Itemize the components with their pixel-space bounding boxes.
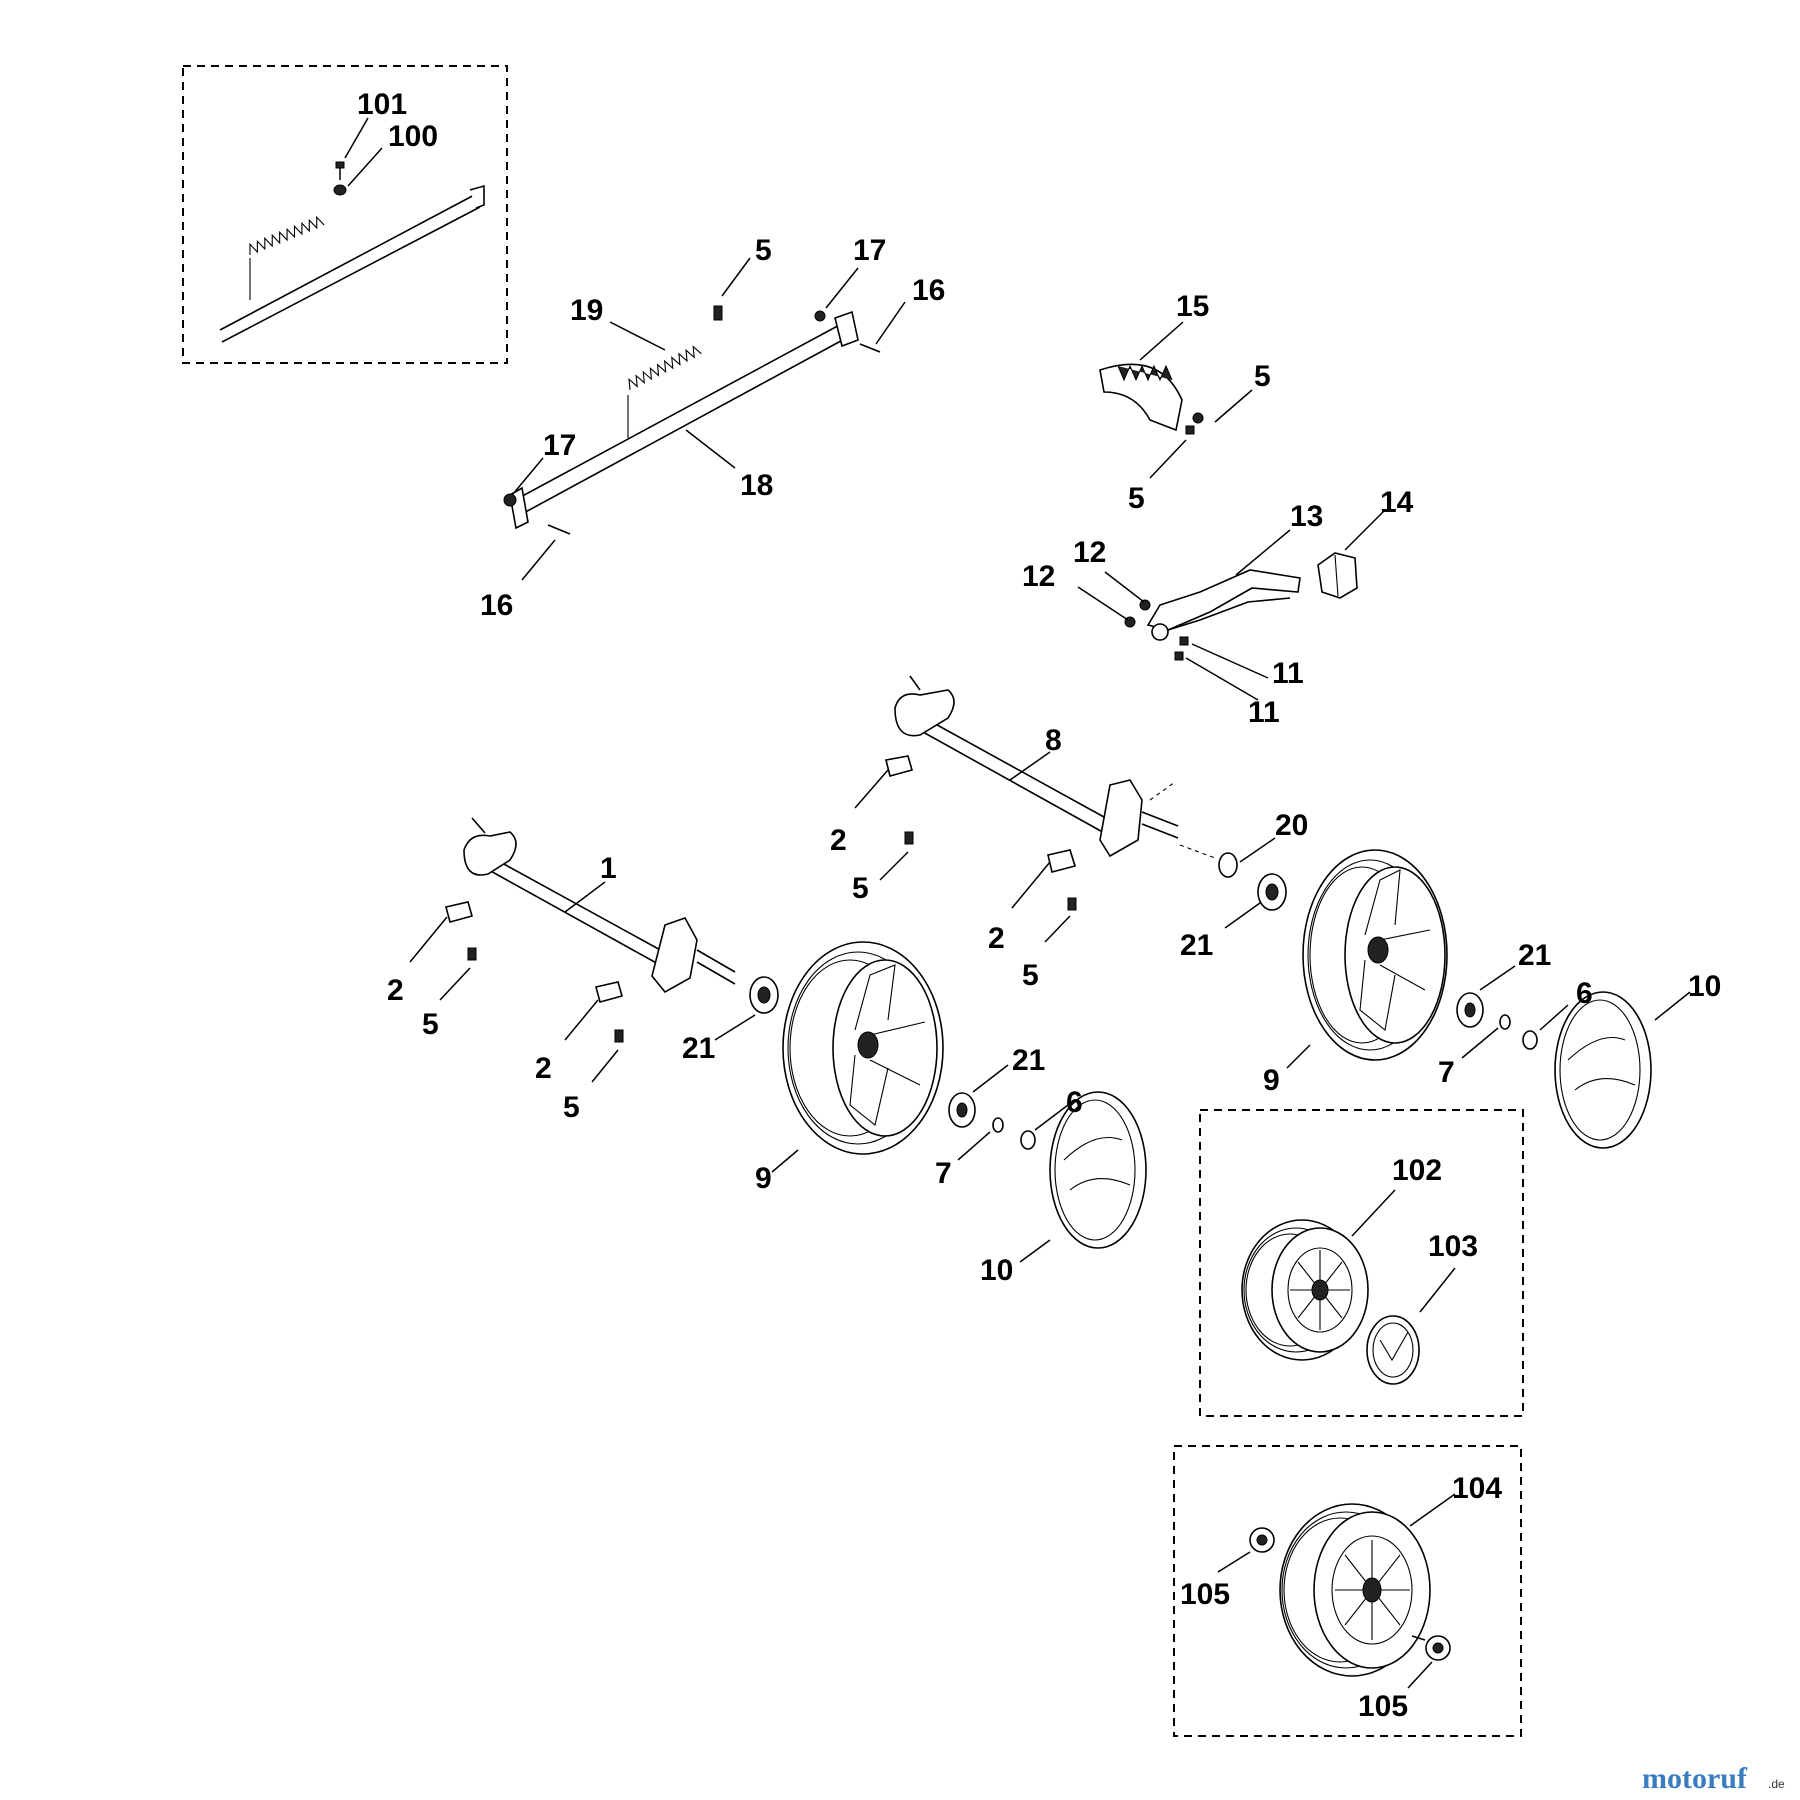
hubcap-icon xyxy=(1554,991,1652,1149)
callout-13: 13 xyxy=(1290,500,1323,533)
callout-15: 15 xyxy=(1176,290,1209,323)
callout-5: 5 xyxy=(852,872,869,905)
callout-5: 5 xyxy=(1254,360,1271,393)
bearing-icon xyxy=(948,1092,976,1128)
callout-102: 102 xyxy=(1392,1154,1442,1187)
callout-21: 21 xyxy=(682,1032,715,1065)
front-axle-assembly: 1 2 5 2 5 21 xyxy=(387,817,779,1124)
callout-19: 19 xyxy=(570,294,603,327)
callout-104: 104 xyxy=(1452,1472,1502,1505)
callout-12: 12 xyxy=(1073,536,1106,569)
callout-5: 5 xyxy=(755,234,772,267)
cross-bar-assembly: 5 17 16 19 17 18 16 xyxy=(480,234,945,622)
callout-12: 12 xyxy=(1022,560,1055,593)
callout-5: 5 xyxy=(563,1091,580,1124)
callout-7: 7 xyxy=(1438,1056,1455,1089)
rear-axle-assembly: 8 2 5 20 2 21 5 xyxy=(830,675,1308,992)
callout-103: 103 xyxy=(1428,1230,1478,1263)
callout-11: 11 xyxy=(1272,657,1304,690)
callout-17: 17 xyxy=(543,429,576,462)
callout-20: 20 xyxy=(1275,809,1308,842)
callout-10: 10 xyxy=(1688,970,1721,1003)
callout-18: 18 xyxy=(740,469,773,502)
callout-2: 2 xyxy=(830,824,847,857)
callout-2: 2 xyxy=(988,922,1005,955)
nut-icon xyxy=(1249,1527,1275,1553)
brand-suffix: .de xyxy=(1768,1777,1785,1791)
hubcap-icon xyxy=(1366,1315,1420,1385)
callout-16: 16 xyxy=(912,274,945,307)
inset-spring-detail: 101 100 xyxy=(182,65,508,364)
callout-105: 105 xyxy=(1358,1690,1408,1723)
callout-9: 9 xyxy=(755,1162,772,1195)
screw-icon xyxy=(335,161,345,180)
callout-5: 5 xyxy=(1022,959,1039,992)
bearing-icon xyxy=(749,976,779,1014)
bearing-icon xyxy=(1257,873,1287,911)
callout-14: 14 xyxy=(1380,486,1414,519)
hubcap-icon xyxy=(1049,1091,1147,1249)
front-wheel: 21 6 9 7 10 xyxy=(755,941,1147,1287)
inset-alt-wheel-2: 104 105 105 xyxy=(1173,1445,1522,1737)
callout-5: 5 xyxy=(1128,482,1145,515)
callout-101: 101 xyxy=(357,88,407,121)
callout-2: 2 xyxy=(387,974,404,1007)
bearing-icon xyxy=(1456,992,1484,1028)
callout-7: 7 xyxy=(935,1157,952,1190)
callout-1: 1 xyxy=(600,852,617,885)
callout-6: 6 xyxy=(1576,977,1593,1010)
watermark-logo: motoruf .de xyxy=(1642,1762,1785,1795)
height-lever: 13 14 12 12 11 11 xyxy=(1022,486,1414,729)
callout-9: 9 xyxy=(1263,1064,1280,1097)
callout-8: 8 xyxy=(1045,724,1062,757)
callout-21: 21 xyxy=(1518,939,1551,972)
callout-100: 100 xyxy=(388,120,438,153)
knob-icon xyxy=(1317,552,1358,599)
callout-2: 2 xyxy=(535,1052,552,1085)
callout-21: 21 xyxy=(1012,1044,1045,1077)
nut-icon xyxy=(333,184,347,196)
callout-10: 10 xyxy=(980,1254,1013,1287)
spring-icon xyxy=(627,345,702,438)
callout-16: 16 xyxy=(480,589,513,622)
height-segment: 15 5 5 xyxy=(1099,290,1271,515)
callout-105: 105 xyxy=(1180,1578,1230,1611)
nut-icon xyxy=(1411,1635,1451,1661)
brand-name: motoruf xyxy=(1642,1762,1748,1795)
callout-5: 5 xyxy=(422,1008,439,1041)
callout-6: 6 xyxy=(1066,1086,1083,1119)
callout-11: 11 xyxy=(1248,696,1280,729)
callout-21: 21 xyxy=(1180,929,1213,962)
callout-17: 17 xyxy=(853,234,886,267)
spring-icon xyxy=(249,215,325,300)
inset-alt-wheel: 102 103 xyxy=(1199,1109,1524,1417)
rear-wheel: 21 9 6 7 10 xyxy=(1263,849,1721,1149)
